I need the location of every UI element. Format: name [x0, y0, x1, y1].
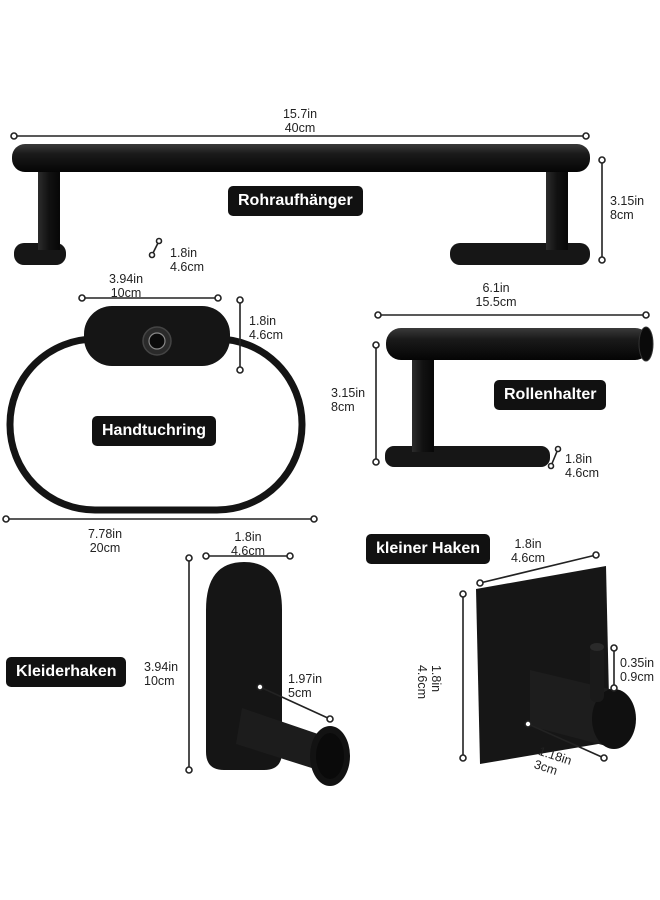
ring-plate-height-line — [236, 296, 244, 374]
robe-depth-line — [256, 683, 334, 723]
small-hook — [476, 566, 636, 764]
towel-bar — [12, 144, 590, 265]
holder-length-line — [374, 311, 650, 319]
robe-height-line — [185, 554, 193, 774]
paper-holder — [385, 326, 654, 467]
towel-bar-label: Rohraufhänger — [228, 186, 363, 216]
small-height-line — [459, 590, 467, 762]
bar-height-line — [598, 156, 606, 264]
towel-ring-label: Handtuchring — [92, 416, 216, 446]
small-hook-label: kleiner Haken — [366, 534, 491, 564]
small-width-line — [476, 551, 600, 587]
ring-plate-width-line — [78, 294, 222, 302]
towel-ring — [6, 306, 306, 514]
bar-base-line — [148, 237, 163, 259]
ring-width-line — [2, 515, 318, 523]
small-tip-line — [610, 644, 618, 692]
holder-height-line — [372, 341, 380, 466]
paper-holder-label: Rollenhalter — [494, 380, 607, 410]
holder-base-line — [547, 445, 562, 470]
small-depth-line — [524, 720, 608, 762]
robe-width-line — [202, 552, 294, 560]
bar-length-line — [10, 132, 590, 140]
robe-hook — [206, 562, 350, 786]
robe-hook-label: Kleiderhaken — [6, 657, 127, 687]
